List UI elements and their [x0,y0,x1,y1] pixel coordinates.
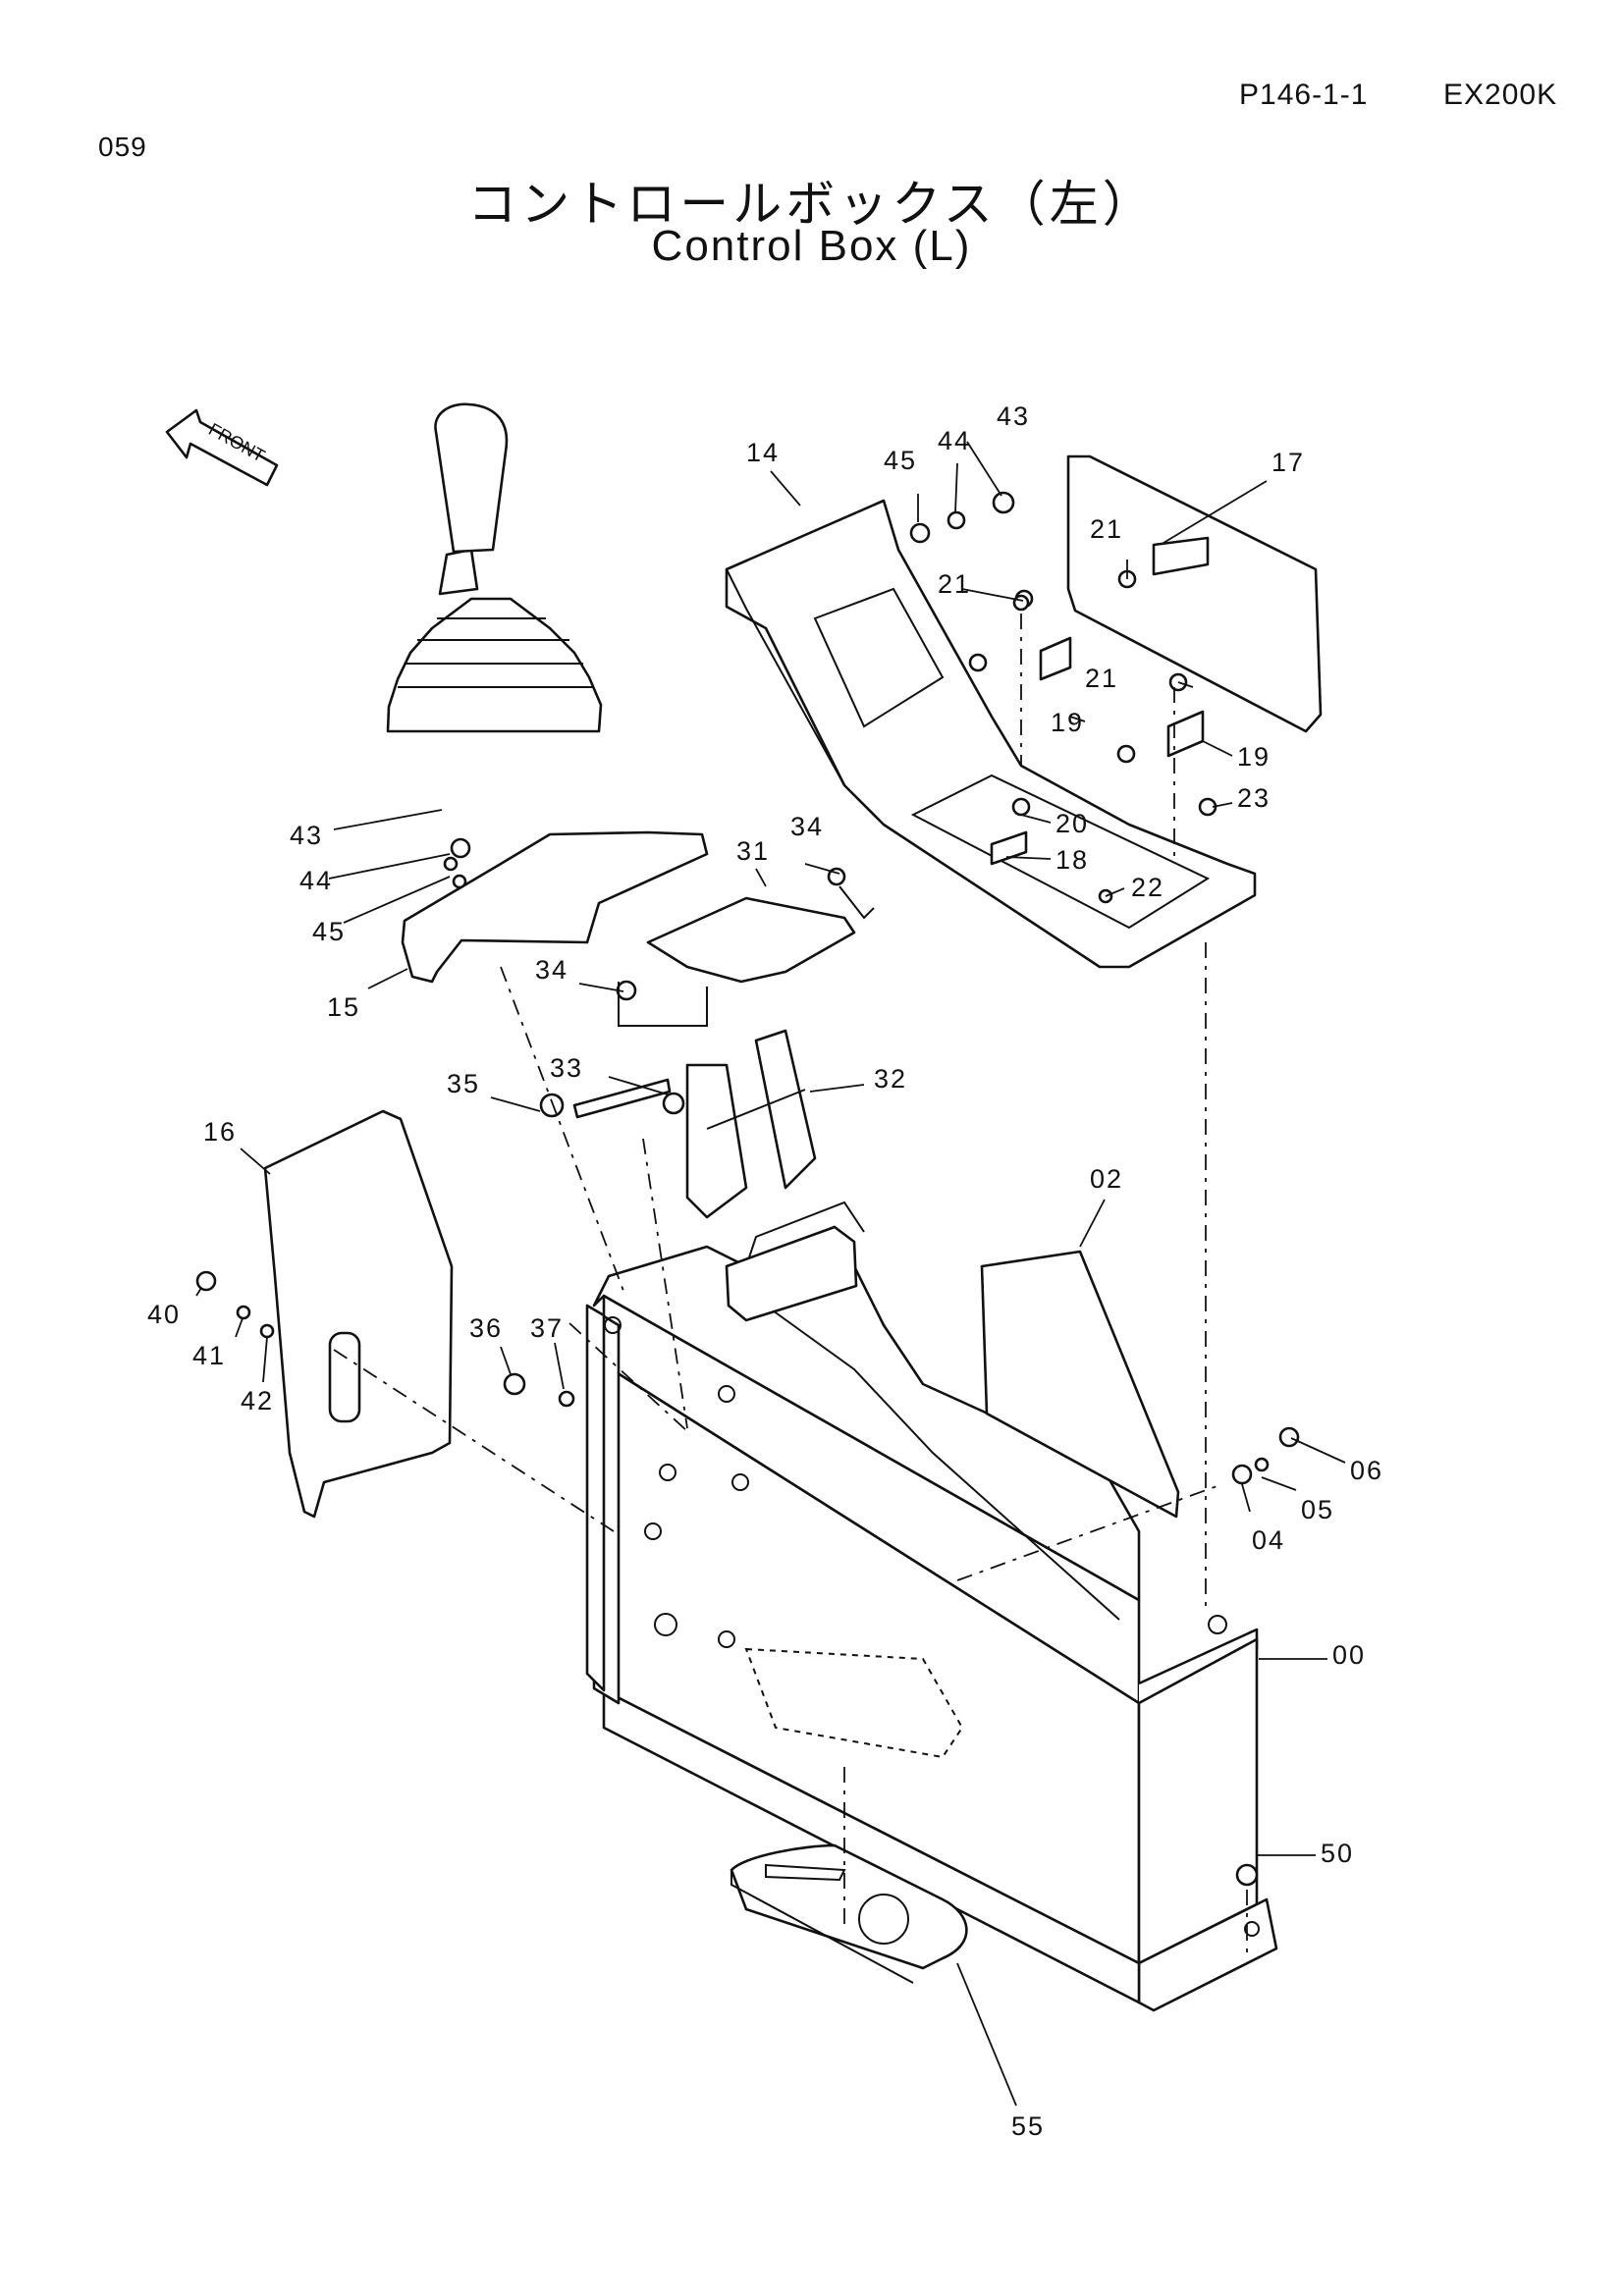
lever-boot [386,402,603,733]
callout-19a: 19 [1051,708,1084,737]
callout-20: 20 [1055,809,1089,838]
callout-35: 35 [447,1069,480,1098]
callout-36: 36 [469,1313,503,1343]
callout-31: 31 [736,836,770,866]
title-japanese: コントロールボックス（左） [467,176,1156,233]
callout-50: 50 [1321,1839,1354,1868]
leader-lines [195,441,1346,2107]
rest-plate [730,1843,968,1970]
callout-41: 41 [192,1341,226,1370]
callout-42: 42 [241,1386,274,1415]
callout-numbers: 00 02 04 05 06 14 15 16 17 18 19 19 20 2… [147,401,1383,2141]
callout-45b: 45 [312,917,346,946]
callout-05: 05 [1301,1495,1334,1524]
callout-37: 37 [530,1313,564,1343]
callout-32: 32 [874,1064,907,1094]
callout-33: 33 [550,1053,583,1083]
callout-17: 17 [1271,448,1305,477]
callout-43b: 43 [290,821,323,850]
alignment-lines [333,614,1248,1953]
callout-55: 55 [1011,2111,1045,2141]
callout-14: 14 [746,438,780,467]
callout-02: 02 [1090,1164,1123,1194]
model-code: EX200K [1443,79,1558,111]
lever-cover [401,830,709,984]
callout-18: 18 [1055,845,1089,875]
callout-15: 15 [327,992,360,1022]
callout-06: 06 [1350,1456,1383,1485]
callout-22: 22 [1131,873,1164,902]
rear-cover-plate [1066,454,1323,733]
callout-19b: 19 [1237,742,1271,772]
callout-16: 16 [203,1117,237,1147]
callout-04: 04 [1252,1525,1285,1555]
callout-23: 23 [1237,783,1271,813]
fasteners [195,491,1300,1887]
title-english: Control Box (L) [651,222,972,270]
lever-bracket-plate [646,896,856,984]
callout-21c: 21 [1085,664,1118,693]
front-arrow-icon: FRONT [165,408,279,487]
page-number: 059 [98,132,147,162]
left-side-panel [263,1109,454,1519]
callout-34b: 34 [535,955,568,985]
control-box-body [585,1201,1278,2012]
callout-21a: 21 [1090,514,1123,544]
link-bracket [685,1063,748,1219]
top-cover [725,499,1257,969]
callout-44b: 44 [299,866,333,895]
callout-00: 00 [1332,1640,1366,1670]
callout-34a: 34 [790,812,824,841]
side-panel [980,1250,1180,1519]
callout-45a: 45 [884,446,917,475]
callout-44a: 44 [938,426,971,455]
callout-21b: 21 [938,569,971,599]
callout-43a: 43 [997,401,1030,431]
page-code: P146-1-1 [1239,79,1369,111]
callout-40: 40 [147,1300,181,1329]
